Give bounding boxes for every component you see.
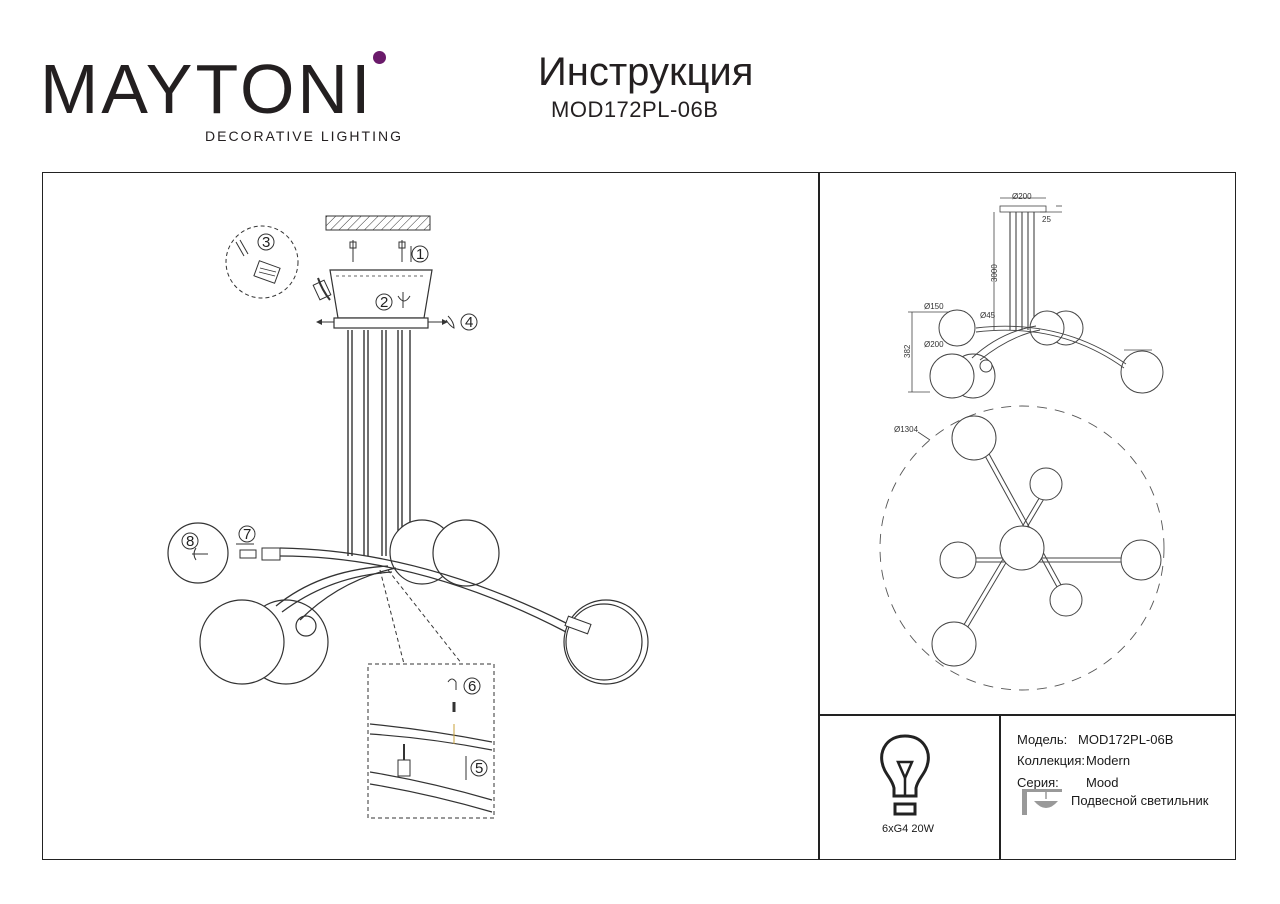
- overall-diameter-circle: [879, 405, 1165, 691]
- spec-series-label: Серия:: [1017, 775, 1059, 790]
- suspension-rods: [347, 330, 411, 556]
- dim-canopy-diameter: Ø200: [1012, 192, 1032, 201]
- spec-fixture-type: Подвесной светильник: [1071, 793, 1209, 808]
- document-model: MOD172PL-06B: [551, 97, 719, 122]
- glass-shades: [167, 519, 649, 685]
- drawing-frame: [42, 172, 1236, 860]
- assembly-drawing: 1 2 3 4 5 6 7 8: [167, 215, 649, 819]
- ceiling-screws: [349, 240, 412, 262]
- dim-shade-small: Ø150: [924, 302, 944, 311]
- spec-model-value: MOD172PL-06B: [1078, 732, 1174, 747]
- step-8-label: 8: [186, 533, 194, 550]
- step-2-label: 2: [380, 294, 388, 311]
- brand-dot-icon: [373, 51, 386, 64]
- dim-canopy-height: 25: [1042, 215, 1051, 224]
- dim-shade-large: Ø200: [924, 340, 944, 349]
- brand-name: MAYTONI: [40, 50, 374, 128]
- spec-model-label: Модель:: [1017, 732, 1068, 747]
- step-3-label: 3: [262, 234, 270, 251]
- document-title: Инструкция: [538, 50, 754, 94]
- dim-arm-tube: Ø45: [980, 311, 996, 320]
- step-4-label: 4: [465, 314, 473, 331]
- dim-cable-length: 3000: [990, 264, 999, 282]
- spec-collection-value: Modern: [1086, 753, 1131, 768]
- terminal-block-icon: [253, 260, 281, 284]
- bulb-spec: 6xG4 20W: [882, 823, 934, 835]
- frame-divider-spec: [999, 714, 1001, 860]
- lamp-arms: [275, 547, 569, 633]
- spec-collection-label: Коллекция:: [1017, 753, 1085, 768]
- step-1-label: 1: [416, 246, 424, 263]
- ceiling-hatch: [325, 215, 431, 231]
- light-bulb-icon: [880, 734, 930, 816]
- dimension-drawing: Ø200 25 3000 Ø150 Ø45 Ø200 382 Ø1304: [879, 192, 1165, 691]
- detail-arm: [369, 723, 493, 813]
- spec-series-value: Mood: [1086, 775, 1119, 790]
- frame-divider-vertical: [818, 172, 820, 860]
- mounting-plate: [333, 317, 429, 329]
- step-6-label: 6: [468, 678, 476, 695]
- dim-overall-diameter: Ø1304: [894, 425, 919, 434]
- frame-divider-horizontal: [818, 714, 1236, 716]
- step-7-label: 7: [243, 526, 251, 543]
- pendant-lamp-icon: [1022, 789, 1062, 815]
- step-5-label: 5: [475, 760, 483, 777]
- brand-tagline: DECORATIVE LIGHTING: [205, 128, 403, 144]
- dim-body-height: 382: [903, 344, 912, 358]
